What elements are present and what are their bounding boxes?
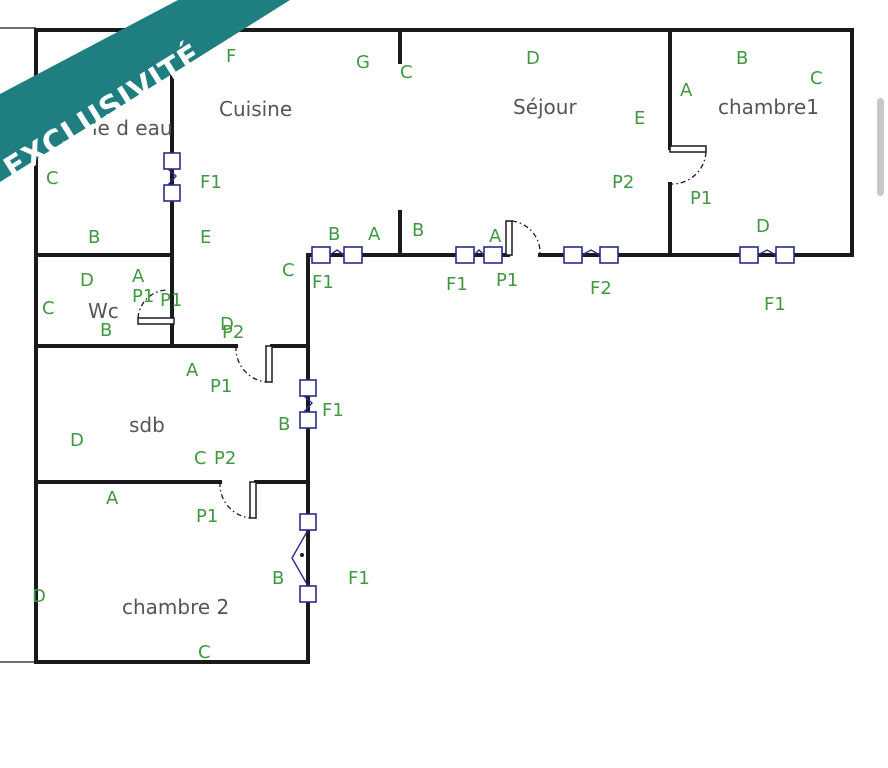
- code-label: P1: [132, 286, 154, 307]
- code-label: P1: [196, 506, 218, 527]
- code-label: F1: [312, 272, 334, 293]
- code-label: D: [80, 270, 94, 291]
- code-label: A: [489, 226, 502, 247]
- code-label: A: [106, 488, 119, 509]
- window-chambre2: [291, 513, 317, 603]
- code-label: A: [186, 360, 199, 381]
- window-chambre1: [739, 246, 795, 264]
- code-label: B: [278, 414, 290, 435]
- code-label: B: [328, 224, 340, 245]
- code-label: P1: [690, 188, 712, 209]
- walls: [34, 28, 854, 664]
- door-chambre2: [219, 481, 257, 519]
- code-label: F1: [764, 294, 786, 315]
- code-label: P2: [222, 322, 244, 343]
- code-label: A: [368, 224, 381, 245]
- room-chambre1: chambre1: [718, 95, 819, 119]
- window-kitchen: [311, 246, 363, 264]
- wall-top-right: [34, 28, 854, 257]
- room-cuisine: Cuisine: [219, 97, 292, 121]
- code-label: P1: [160, 290, 182, 311]
- code-label: E: [634, 108, 645, 129]
- code-label: F1: [322, 400, 344, 421]
- code-label: B: [736, 48, 748, 69]
- window-sdb: [299, 379, 317, 429]
- code-label: C: [810, 68, 823, 89]
- code-label: C: [194, 448, 207, 469]
- room-salle-d-eau: le d eau: [92, 116, 173, 140]
- code-label: C: [282, 260, 295, 281]
- code-label: D: [756, 216, 770, 237]
- code-label: C: [42, 298, 55, 319]
- room-sdb: sdb: [129, 413, 165, 437]
- window-bath: [163, 152, 181, 202]
- room-wc: Wc: [88, 299, 119, 323]
- door-chambre1: [669, 145, 707, 185]
- code-label: D: [526, 48, 540, 69]
- code-label: B: [100, 320, 112, 341]
- code-label: C: [400, 62, 413, 83]
- code-label: A: [680, 80, 693, 101]
- code-label: P2: [214, 448, 236, 469]
- banner-ribbon: [0, 0, 290, 182]
- code-label: E: [200, 227, 211, 248]
- code-label: B: [88, 227, 100, 248]
- code-label: C: [46, 168, 59, 189]
- code-label: F2: [590, 278, 612, 299]
- wall-code-labels: F G C D A B C E C F1 B E P2 P1 D B A B A…: [32, 46, 823, 663]
- code-label: F1: [446, 274, 468, 295]
- code-label: P1: [210, 376, 232, 397]
- code-label: B: [272, 568, 284, 589]
- code-label: A: [132, 266, 145, 287]
- windows: [163, 152, 795, 603]
- code-label: F: [226, 46, 236, 67]
- code-label: D: [32, 586, 46, 607]
- code-label: D: [70, 430, 84, 451]
- code-label: C: [198, 642, 211, 663]
- room-chambre2: chambre 2: [122, 595, 229, 619]
- doors: [137, 145, 707, 519]
- door-wc: [137, 289, 175, 325]
- code-label: P2: [612, 172, 634, 193]
- door-entry: [505, 220, 541, 256]
- scrollbar-thumb[interactable]: [877, 98, 884, 196]
- code-label: D: [220, 314, 234, 335]
- window-living-2: [563, 246, 619, 264]
- code-label: F1: [200, 172, 222, 193]
- code-label: F1: [348, 568, 370, 589]
- room-labels: le d eau Cuisine Séjour chambre1 Wc sdb …: [88, 95, 819, 619]
- window-living-1: [455, 246, 503, 264]
- code-label: P1: [496, 270, 518, 291]
- door-sdb: [235, 345, 273, 383]
- room-sejour: Séjour: [513, 95, 577, 119]
- code-label: B: [412, 220, 424, 241]
- code-label: G: [356, 52, 370, 73]
